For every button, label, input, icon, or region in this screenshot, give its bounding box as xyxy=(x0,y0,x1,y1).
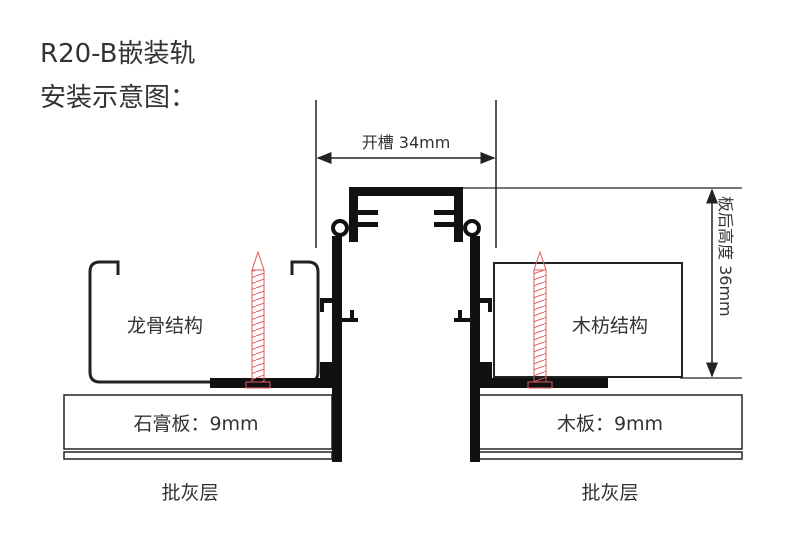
height-label: 板后高度 36mm xyxy=(716,196,735,317)
height-dimension: 板后高度 36mm xyxy=(460,187,742,379)
left-structure-label: 龙骨结构 xyxy=(127,315,203,337)
slot-width-label: 开槽 34mm xyxy=(362,133,451,152)
title-line2: 安装示意图： xyxy=(40,83,196,113)
left-coating-label: 批灰层 xyxy=(161,482,218,504)
slot-width-dimension: 开槽 34mm xyxy=(315,100,497,248)
right-coating-label: 批灰层 xyxy=(581,482,638,504)
right-board-label: 木板：9mm xyxy=(557,413,663,435)
track-profile xyxy=(320,187,492,462)
right-structure-label: 木枋结构 xyxy=(572,315,648,337)
title-line1: R20-B嵌装轨 xyxy=(40,39,195,69)
left-board-label: 石膏板：9mm xyxy=(133,412,258,435)
gypsum-board: 石膏板：9mm xyxy=(63,394,333,460)
wood-board: 木板：9mm xyxy=(477,394,743,460)
left-flange xyxy=(210,378,334,388)
keel-channel xyxy=(88,260,320,384)
right-screw-icon xyxy=(527,250,553,389)
left-screw-icon xyxy=(245,250,271,389)
right-flange xyxy=(478,378,608,388)
wood-batten xyxy=(493,262,683,378)
